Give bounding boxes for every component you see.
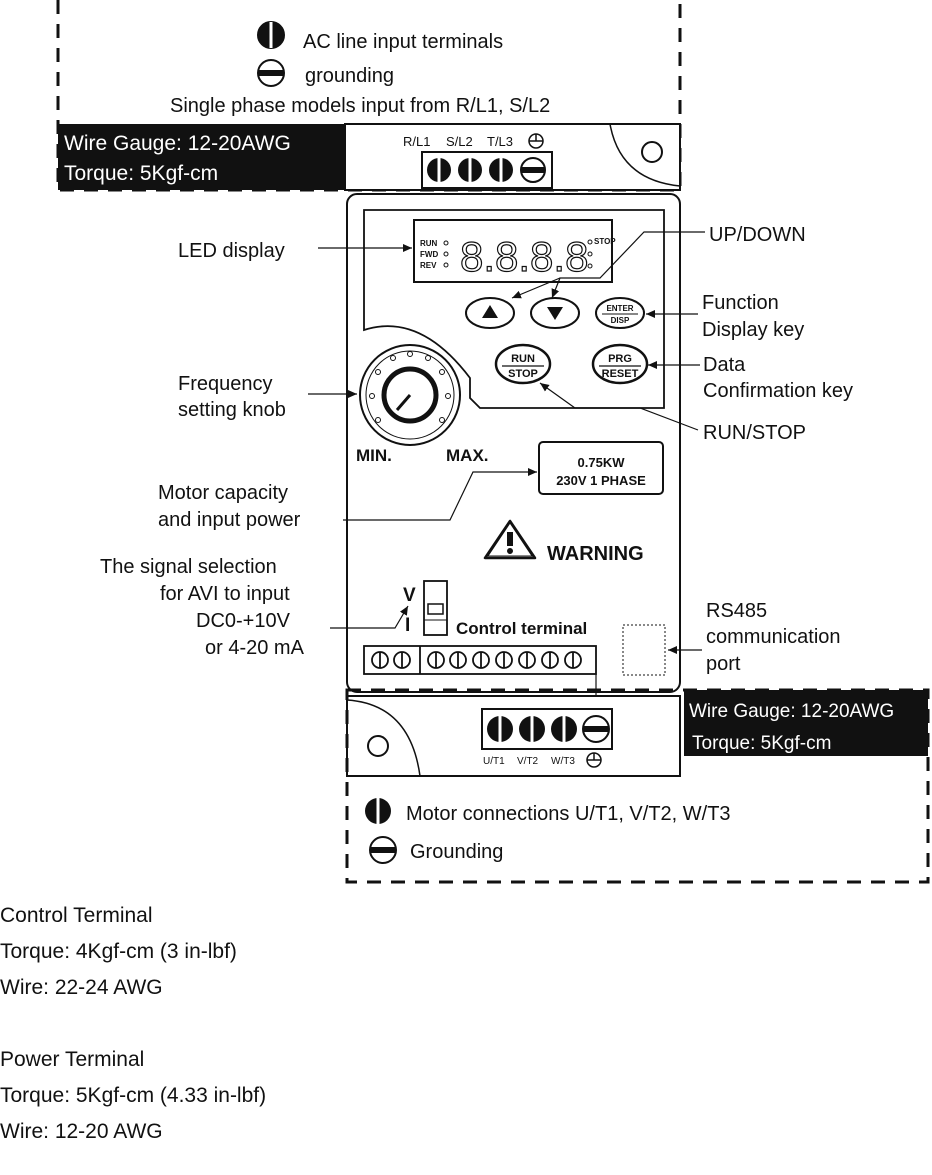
control-screw-icon	[371, 651, 582, 669]
bottom-wire-gauge: Wire Gauge: 12-20AWG	[689, 701, 894, 722]
frequency-knob[interactable]	[359, 344, 461, 446]
run-stop-callout: RUN/STOP	[703, 422, 806, 444]
rs485-callout: RS485	[706, 600, 767, 622]
up-down-callout: UP/DOWN	[709, 224, 806, 246]
grounding-symbol-icon	[369, 836, 397, 864]
prg-label: PRG	[608, 353, 632, 365]
terminal-label: T/L3	[487, 134, 513, 149]
port-callout: port	[706, 653, 741, 675]
led-stop-label: STOP	[594, 237, 616, 246]
confirmation-key-callout: Confirmation key	[703, 380, 853, 402]
run-stop-button[interactable]: RUN STOP	[494, 343, 552, 385]
power-terminal-title: Power Terminal	[0, 1048, 145, 1071]
top-wire-torque: Torque: 5Kgf-cm	[64, 162, 218, 185]
motor-connections-label: Motor connections U/T1, V/T2, W/T3	[406, 803, 731, 825]
stop-label: STOP	[508, 368, 538, 380]
data-callout: Data	[703, 354, 746, 376]
led-display	[413, 219, 613, 283]
warning-label: WARNING	[547, 543, 644, 565]
motor-capacity-callout: Motor capacity	[158, 482, 288, 504]
switch-v-label: V	[403, 585, 416, 606]
single-phase-label: Single phase models input from R/L1, S/L…	[170, 95, 550, 117]
rs485-port[interactable]	[622, 624, 666, 676]
up-button[interactable]	[465, 297, 515, 329]
terminal-symbol-icon	[257, 21, 285, 49]
disp-label: DISP	[611, 316, 630, 325]
max-label: MAX.	[446, 446, 489, 465]
grounding-label: grounding	[305, 65, 394, 87]
led-display-callout: LED display	[178, 240, 285, 262]
ac-line-label: AC line input terminals	[303, 31, 503, 53]
mount-hole-icon	[641, 141, 663, 163]
power-terminal-torque: Torque: 5Kgf-cm (4.33 in-lbf)	[0, 1084, 267, 1107]
control-terminal-label: Control terminal	[456, 619, 587, 638]
control-terminal-title: Control Terminal	[0, 904, 153, 927]
control-terminal-torque: Torque: 4Kgf-cm (3 in-lbf)	[0, 940, 237, 963]
rating-label-box	[538, 441, 664, 495]
input-power-callout: and input power	[158, 509, 301, 531]
warning-icon	[483, 519, 537, 560]
function-callout: Function	[702, 292, 779, 314]
display-key-callout: Display key	[702, 319, 804, 341]
terminal-label: R/L1	[403, 134, 430, 149]
knob-callout: setting knob	[178, 399, 286, 421]
avi-selector-switch[interactable]	[423, 580, 448, 636]
seven-segment-digits: 8.8.8.8	[460, 233, 588, 280]
grounding-symbol-icon	[257, 59, 285, 87]
rating-power: 0.75KW	[578, 455, 626, 470]
voltage-range-callout: DC0-+10V	[196, 610, 291, 632]
terminal-label: W/T3	[551, 756, 575, 767]
min-label: MIN.	[356, 446, 392, 465]
down-button[interactable]	[530, 297, 580, 329]
bottom-wire-torque: Torque: 5Kgf-cm	[692, 733, 831, 754]
terminal-label: V/T2	[517, 756, 539, 767]
current-range-callout: or 4-20 mA	[205, 637, 305, 659]
rating-phase: 230V 1 PHASE	[556, 473, 646, 488]
enter-disp-button[interactable]: ENTER DISP	[595, 297, 645, 329]
led-run-label: RUN	[420, 239, 438, 248]
drive-diagram: AC line input terminals grounding Single…	[56, 0, 930, 884]
screw-terminal-icon	[427, 157, 546, 183]
control-terminal-wire: Wire: 22-24 AWG	[0, 976, 163, 999]
top-wire-box	[58, 124, 344, 190]
prg-reset-button[interactable]: PRG RESET	[591, 343, 649, 385]
terminal-label: S/L2	[446, 134, 473, 149]
grounding-label: Grounding	[410, 841, 503, 863]
power-terminal-wire: Wire: 12-20 AWG	[0, 1120, 163, 1143]
bottom-wire-box	[684, 690, 928, 756]
reset-label: RESET	[602, 368, 639, 380]
run-label: RUN	[511, 353, 535, 365]
terminal-specs: Control Terminal Torque: 4Kgf-cm (3 in-l…	[0, 898, 266, 1150]
mount-hole-icon	[367, 735, 389, 757]
terminal-label: U/T1	[483, 756, 505, 767]
switch-i-label: I	[405, 615, 410, 636]
avi-input-callout: for AVI to input	[160, 583, 290, 605]
keypad-recess	[363, 209, 665, 409]
ground-icon	[586, 752, 602, 768]
led-fwd-label: FWD	[420, 250, 438, 259]
enter-label: ENTER	[606, 304, 633, 313]
terminal-symbol-icon	[365, 798, 391, 824]
screw-terminal-icon	[487, 715, 610, 743]
signal-selection-callout: The signal selection	[100, 556, 277, 578]
frequency-callout: Frequency	[178, 373, 273, 395]
led-rev-label: REV	[420, 261, 437, 270]
communication-callout: communication	[706, 626, 841, 648]
ground-icon	[528, 133, 544, 149]
top-wire-gauge: Wire Gauge: 12-20AWG	[64, 132, 291, 155]
